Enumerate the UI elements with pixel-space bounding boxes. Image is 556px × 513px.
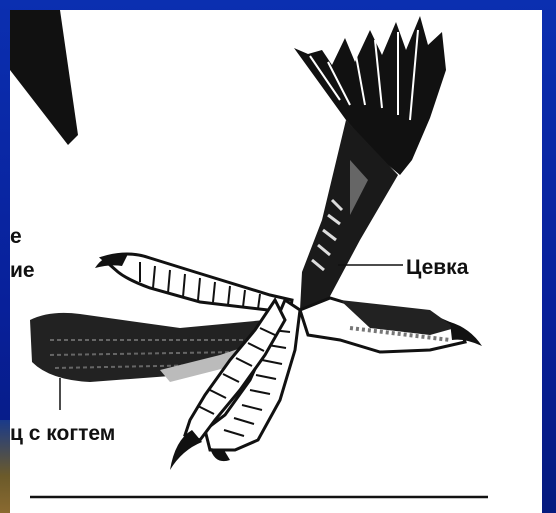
left-top-fragment-label: е [10,226,22,247]
upper-toe-shape [102,254,292,312]
left-mid-fragment-label: ие [10,260,35,281]
left-edge-decoration [0,420,10,513]
dark-wedge-shape [10,10,78,145]
claw-toe-label: ц с когтем [10,423,115,444]
tarsus-label: Цевка [406,257,468,278]
illustration-panel: Цевка е ие ц с когтем [10,10,542,513]
